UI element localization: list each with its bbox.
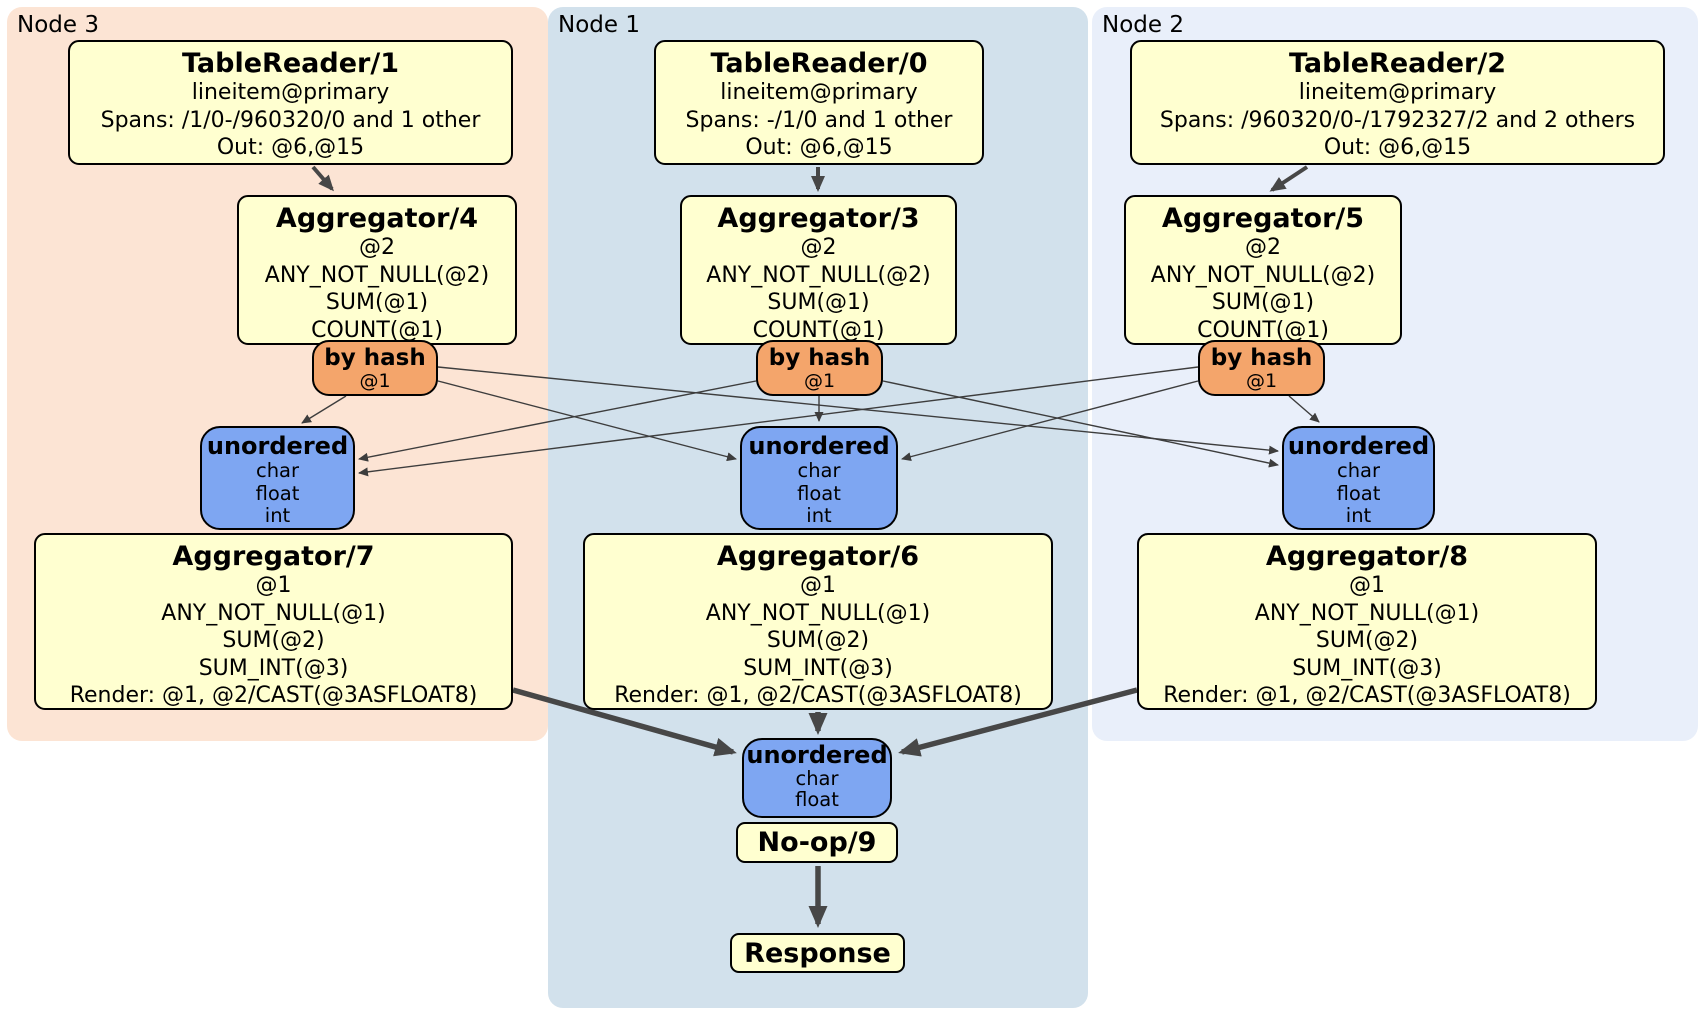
node-title: Aggregator/6 [716,541,920,572]
node-detail-line: ANY_NOT_NULL(@2) [264,262,490,288]
node-title: TableReader/1 [182,48,399,79]
sync-type: float [797,481,841,505]
router-title: by hash [324,345,426,371]
node-detail-line: COUNT(@1) [752,317,885,343]
noop-9-node: No-op/9 [736,822,898,863]
router-title: by hash [768,345,871,371]
node-detail-line: SUM_INT(@3) [1292,655,1442,681]
node-detail-line: lineitem@primary [191,80,390,105]
sync-type: int [264,504,291,527]
tablereader-0-node: TableReader/0 lineitem@primary Spans: -/… [654,40,984,165]
sync-type: int [806,504,832,527]
aggregator-8-node: Aggregator/8 @1 ANY_NOT_NULL(@1) SUM(@2)… [1137,533,1597,710]
sync-type: float [795,788,839,811]
node-title: Aggregator/8 [1265,541,1469,572]
node-detail-line: Render: @1, @2/CAST(@3ASFLOAT8) [614,683,1022,708]
node-detail-line: Render: @1, @2/CAST(@3ASFLOAT8) [69,683,478,708]
node-detail-line: @1 [800,573,836,598]
node-detail-line: SUM(@2) [1315,628,1419,653]
node-detail-line: ANY_NOT_NULL(@2) [1150,262,1376,288]
node-detail-line: @2 [800,235,837,260]
node-detail-line: @1 [255,573,292,598]
node-detail-line: ANY_NOT_NULL(@2) [706,262,931,288]
sync-title: unordered [206,432,349,460]
node3-label: Node 3 [17,12,99,38]
node-detail-line: SUM(@1) [1211,290,1315,315]
aggregator-3-node: Aggregator/3 @2 ANY_NOT_NULL(@2) SUM(@1)… [680,195,957,345]
sync-title: unordered [746,741,888,769]
node-detail-line: Spans: /960320/0-/1792327/2 and 2 others [1159,107,1636,133]
tablereader-1-node: TableReader/1 lineitem@primary Spans: /1… [68,40,513,165]
node-detail-line: Spans: /1/0-/960320/0 and 1 other [100,107,481,133]
sync-type: char [255,459,300,482]
node-detail-line: COUNT(@1) [311,317,443,343]
by-hash-router-node2: by hash @1 [1198,340,1325,396]
sync-type: int [1345,504,1372,527]
node-title: Aggregator/7 [172,541,375,572]
sync-type: char [797,459,841,482]
node-detail-line: SUM(@2) [222,628,325,653]
sync-type: float [1336,481,1381,505]
sync-title: unordered [748,432,890,460]
node-title: TableReader/0 [710,48,928,79]
node2-label: Node 2 [1102,12,1184,38]
node-detail-line: @2 [1245,235,1281,260]
tablereader-2-node: TableReader/2 lineitem@primary Spans: /9… [1130,40,1665,165]
node-detail-line: Spans: -/1/0 and 1 other [685,107,953,133]
router-detail: @1 [359,370,391,392]
node-detail-line: lineitem@primary [720,80,918,105]
node-detail-line: Out: @6,@15 [216,135,365,160]
response-node: Response [730,933,905,973]
by-hash-router-node3: by hash @1 [312,340,438,396]
node-detail-line: SUM(@2) [766,628,870,653]
node-title: Aggregator/5 [1161,203,1365,234]
sync-title: unordered [1287,432,1430,460]
node-detail-line: lineitem@primary [1298,80,1497,105]
unordered-sync-node1: unordered char float int [740,426,898,530]
aggregator-7-node: Aggregator/7 @1 ANY_NOT_NULL(@1) SUM(@2)… [34,533,513,710]
node-detail-line: COUNT(@1) [1197,317,1329,343]
router-detail: @1 [803,370,836,392]
node-title: Aggregator/3 [717,203,920,234]
node-detail-line: SUM_INT(@3) [198,655,349,681]
router-detail: @1 [1245,370,1278,392]
node-detail-line: ANY_NOT_NULL(@1) [705,600,931,626]
node-detail-line: ANY_NOT_NULL(@1) [161,600,386,626]
sync-type: float [255,481,300,505]
aggregator-6-node: Aggregator/6 @1 ANY_NOT_NULL(@1) SUM(@2)… [583,533,1053,710]
node-detail-line: ANY_NOT_NULL(@1) [1254,600,1480,626]
unordered-sync-node3: unordered char float int [200,426,355,530]
node-detail-line: @1 [1349,573,1385,598]
sync-type: char [795,767,839,790]
node-title: Aggregator/4 [275,203,479,234]
node-detail-line: SUM_INT(@3) [743,655,893,681]
node-detail-line: @2 [359,235,395,260]
router-title: by hash [1210,345,1313,371]
node1-label: Node 1 [558,12,640,38]
sync-type: char [1336,459,1381,482]
node-title: TableReader/2 [1289,48,1506,79]
node-detail-line: Out: @6,@15 [745,135,893,160]
node-detail-line: Out: @6,@15 [1323,135,1472,160]
aggregator-5-node: Aggregator/5 @2 ANY_NOT_NULL(@2) SUM(@1)… [1124,195,1402,345]
unordered-sync-node2: unordered char float int [1282,426,1435,530]
unordered-sync-final: unordered char float [742,738,892,818]
node-detail-line: SUM(@1) [325,290,429,315]
node-detail-line: Render: @1, @2/CAST(@3ASFLOAT8) [1163,683,1571,708]
node-detail-line: SUM(@1) [767,290,870,315]
aggregator-4-node: Aggregator/4 @2 ANY_NOT_NULL(@2) SUM(@1)… [237,195,517,345]
by-hash-router-node1: by hash @1 [756,340,883,396]
